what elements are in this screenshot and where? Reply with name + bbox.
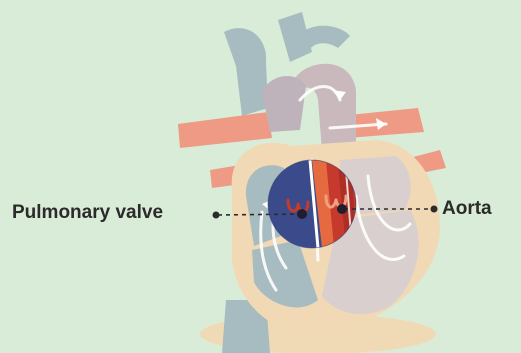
pulmonary-valve-pointer-dot [213, 212, 220, 219]
aorta-pointer-dot [431, 206, 438, 213]
aorta-target-dot [337, 204, 347, 214]
pulmonary-valve-label: Pulmonary valve [12, 203, 163, 222]
pulmonary-trunk [262, 76, 306, 132]
pulmonary-valve-target-dot [297, 209, 307, 219]
aorta-label: Aorta [442, 199, 492, 218]
